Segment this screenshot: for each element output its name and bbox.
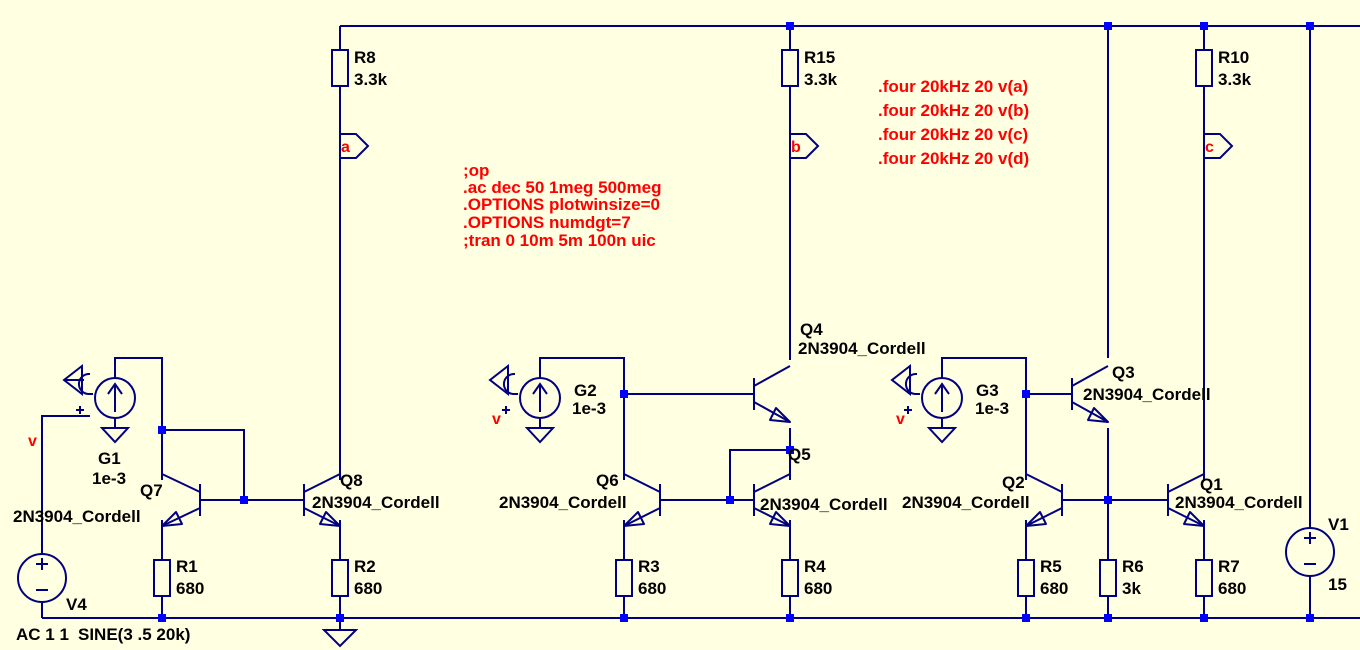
q8-model: 2N3904_Cordell (312, 493, 440, 512)
q6-model: 2N3904_Cordell (499, 493, 627, 512)
q5-name: Q5 (788, 445, 811, 464)
r5-name: R5 (1040, 557, 1062, 576)
net-flags (340, 133, 1234, 159)
four-directive-line: .four 20kHz 20 v(b) (878, 101, 1029, 120)
net-label-g2-v: v (492, 411, 501, 428)
g1-value: 1e-3 (92, 469, 126, 488)
r3-name: R3 (638, 557, 660, 576)
transistor-q8[interactable] (303, 473, 341, 527)
resistor-r2[interactable] (331, 559, 349, 597)
current-source-g3[interactable] (890, 363, 963, 444)
g2-value: 1e-3 (572, 399, 606, 418)
directive-line: ;op (463, 161, 489, 180)
q3-name: Q3 (1112, 363, 1135, 382)
r3-value: 680 (638, 579, 666, 598)
r4-name: R4 (804, 557, 826, 576)
r1-name: R1 (176, 557, 198, 576)
v4-name: V4 (66, 595, 87, 614)
resistors (153, 49, 1213, 597)
resistor-r15[interactable] (781, 49, 799, 87)
q5-model: 2N3904_Cordell (760, 495, 888, 514)
net-label-a: a (341, 139, 350, 156)
resistor-r10[interactable] (1195, 49, 1213, 87)
g1-name: G1 (98, 449, 121, 468)
q2-name: Q2 (1002, 473, 1025, 492)
r6-value: 3k (1122, 579, 1141, 598)
four-directives[interactable]: .four 20kHz 20 v(a) .four 20kHz 20 v(b) … (878, 77, 1029, 168)
q1-name: Q1 (1200, 475, 1223, 494)
resistor-r4[interactable] (781, 559, 799, 597)
transistor-q7[interactable] (161, 473, 201, 527)
r8-name: R8 (354, 48, 376, 67)
current-source-g2[interactable] (488, 363, 561, 444)
r7-name: R7 (1218, 557, 1240, 576)
net-label-v4-v: v (28, 433, 37, 450)
voltage-source-v4[interactable] (17, 553, 67, 603)
v1-value: 15 (1328, 575, 1347, 594)
junctions (158, 22, 1314, 622)
four-directive-line: .four 20kHz 20 v(d) (878, 149, 1029, 168)
transistor-q6[interactable] (623, 473, 661, 527)
g3-name: G3 (976, 381, 999, 400)
net-label-c: c (1205, 139, 1214, 156)
current-source-g1[interactable] (62, 363, 136, 444)
q4-model: 2N3904_Cordell (798, 339, 926, 358)
v4-ac: AC 1 1 (16, 625, 69, 644)
resistor-r8[interactable] (331, 49, 349, 87)
q7-model: 2N3904_Cordell (13, 507, 141, 526)
directive-line: .OPTIONS plotwinsize=0 (463, 195, 660, 214)
resistor-r3[interactable] (615, 559, 633, 597)
r15-value: 3.3k (804, 70, 838, 89)
r10-value: 3.3k (1218, 70, 1252, 89)
r4-value: 680 (804, 579, 832, 598)
wires (41, 25, 1360, 630)
transistor-q2[interactable] (1025, 473, 1063, 527)
v4-value: SINE(3 .5 20k) (78, 625, 190, 644)
r1-value: 680 (176, 579, 204, 598)
resistor-r1[interactable] (153, 559, 171, 597)
r2-name: R2 (354, 557, 376, 576)
q1-model: 2N3904_Cordell (1175, 493, 1303, 512)
q7-name: Q7 (140, 481, 163, 500)
r10-name: R10 (1218, 48, 1249, 67)
transistor-q3[interactable] (1071, 365, 1109, 423)
transistor-q4[interactable] (753, 365, 791, 423)
directive-line: ;tran 0 10m 5m 100n uic (463, 231, 656, 250)
resistor-r6[interactable] (1099, 559, 1117, 597)
g3-value: 1e-3 (975, 399, 1009, 418)
r6-name: R6 (1122, 557, 1144, 576)
q6-name: Q6 (596, 471, 619, 490)
r5-value: 680 (1040, 579, 1068, 598)
q8-name: Q8 (340, 471, 363, 490)
g2-name: G2 (574, 381, 597, 400)
r8-value: 3.3k (354, 70, 388, 89)
resistor-r7[interactable] (1195, 559, 1213, 597)
net-label-b: b (791, 139, 801, 156)
q3-model: 2N3904_Cordell (1083, 385, 1211, 404)
r15-name: R15 (804, 48, 835, 67)
directive-line: .ac dec 50 1meg 500meg (463, 178, 661, 197)
transistor-q1[interactable] (1167, 473, 1205, 527)
spice-directives[interactable]: ;op .ac dec 50 1meg 500meg .OPTIONS plot… (463, 161, 661, 250)
ground-symbol (321, 629, 359, 648)
directive-line: .OPTIONS numdgt=7 (463, 213, 631, 232)
net-label-g3-v: v (896, 411, 905, 428)
transistor-q5[interactable] (753, 473, 791, 527)
four-directive-line: .four 20kHz 20 v(a) (878, 77, 1028, 96)
resistor-r5[interactable] (1017, 559, 1035, 597)
r2-value: 680 (354, 579, 382, 598)
v1-name: V1 (1328, 515, 1349, 534)
voltage-source-v1[interactable] (1285, 527, 1335, 577)
q2-model: 2N3904_Cordell (902, 493, 1030, 512)
r7-value: 680 (1218, 579, 1246, 598)
q4-name: Q4 (800, 320, 823, 339)
four-directive-line: .four 20kHz 20 v(c) (878, 125, 1028, 144)
